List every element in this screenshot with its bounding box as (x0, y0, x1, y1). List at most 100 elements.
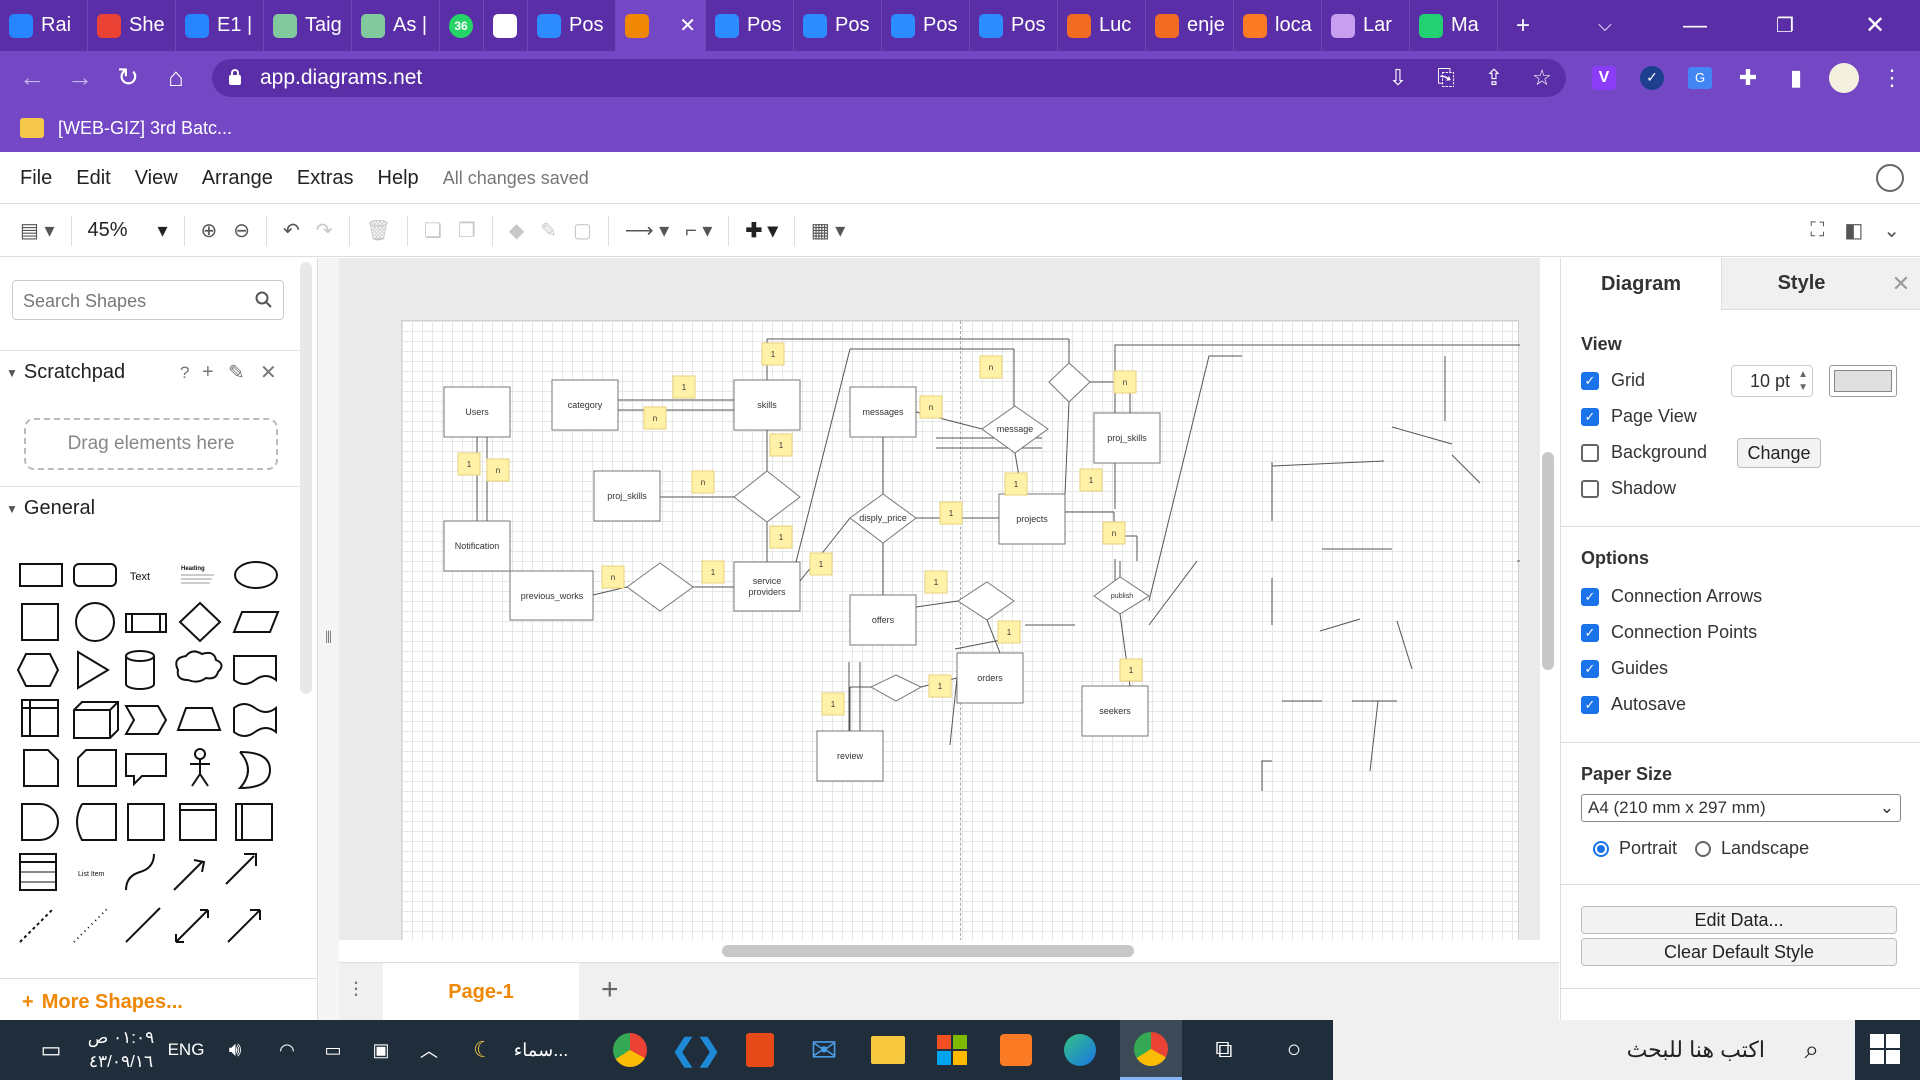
menu-extras[interactable]: Extras (296, 167, 354, 189)
add-page-icon[interactable]: + (601, 973, 619, 1006)
show-hidden-icons[interactable]: ︿ (420, 1041, 438, 1061)
close-tab-icon[interactable]: ✕ (679, 15, 696, 37)
entity-previous-works[interactable] (509, 570, 594, 621)
browser-tab[interactable]: loca (1234, 0, 1322, 51)
reload-icon[interactable]: ↻ (117, 62, 139, 92)
grid-color-swatch[interactable] (1829, 365, 1897, 397)
circle-shape[interactable] (75, 602, 115, 642)
menu-edit[interactable]: Edit (76, 167, 111, 189)
cardinality-note[interactable] (1113, 370, 1137, 394)
cardinality-note[interactable] (928, 674, 952, 698)
process-shape[interactable] (125, 613, 167, 633)
cardinality-note[interactable] (1079, 468, 1103, 492)
install-app-icon[interactable]: ⇩ (1388, 65, 1408, 90)
paper-size-select[interactable]: A4 (210 mm x 297 mm)⌄ (1581, 794, 1901, 822)
entity-category[interactable] (551, 379, 619, 431)
note-shape[interactable] (23, 749, 59, 787)
swimlane-shape[interactable] (179, 803, 217, 841)
fullscreen-icon[interactable]: ⛶ (1810, 219, 1825, 241)
browser-tab[interactable]: Taig (264, 0, 352, 51)
autosave-checkbox[interactable]: ✓Autosave (1581, 694, 1686, 715)
cardinality-note[interactable] (486, 458, 510, 482)
parallelogram-shape[interactable] (232, 611, 280, 633)
cardinality-note[interactable] (809, 552, 833, 576)
language-globe-icon[interactable] (1876, 164, 1904, 192)
arrow-shape[interactable] (225, 853, 257, 885)
cardinality-note[interactable] (821, 692, 845, 716)
cardinality-note[interactable] (1004, 472, 1028, 496)
wifi-icon[interactable]: ◠ (279, 1039, 295, 1060)
cylinder-shape[interactable] (124, 650, 155, 690)
connection-points-checkbox[interactable]: ✓Connection Points (1581, 622, 1757, 643)
cardinality-note[interactable] (457, 452, 481, 476)
browser-tab[interactable]: Pos (706, 0, 794, 51)
url-bar[interactable]: app.diagrams.net ⇩ ⎘ ⇪ ☆ (212, 59, 1566, 97)
more-shapes-button[interactable]: +More Shapes... (0, 978, 318, 1026)
to-front-icon[interactable]: ❏ (423, 220, 442, 242)
bookmark-star-icon[interactable]: ☆ (1532, 65, 1552, 90)
close-panel-icon[interactable]: ✕ (1881, 258, 1920, 310)
trapezoid-shape[interactable] (176, 707, 222, 731)
cortana-icon[interactable]: ○ (1286, 1036, 1302, 1063)
directional-connector-shape[interactable] (227, 909, 261, 943)
browser-tab[interactable]: Pos (882, 0, 970, 51)
or-shape[interactable] (237, 751, 272, 790)
cardinality-note[interactable] (1102, 521, 1126, 545)
entity-projects[interactable] (998, 493, 1066, 545)
browser-tab[interactable] (484, 0, 528, 51)
internal-storage-shape[interactable] (21, 699, 59, 737)
entity-proj-skills-left[interactable] (593, 470, 661, 522)
minimize-icon[interactable]: — (1683, 11, 1707, 39)
entity-notification[interactable] (443, 520, 511, 572)
browser-tab[interactable]: Ma (1410, 0, 1498, 51)
search-icon[interactable] (255, 291, 273, 309)
vscode-icon[interactable]: ❮❯ (670, 1033, 722, 1067)
hexagon-shape[interactable] (16, 653, 60, 687)
check-extension-icon[interactable]: ✓ (1628, 54, 1676, 102)
sidebar-resize-handle[interactable]: ⦀ (318, 258, 339, 1020)
volume-icon[interactable]: 🔊︎ (228, 1038, 242, 1061)
tab-style[interactable]: Style (1721, 258, 1881, 310)
format-panel-icon[interactable]: ◧ (1844, 220, 1864, 242)
diagram-page[interactable]: Users category skills messages proj_skil… (401, 320, 1520, 940)
battery-icon[interactable]: ▭ (324, 1039, 342, 1060)
cloud-shape[interactable] (175, 650, 223, 683)
cardinality-note[interactable] (919, 395, 943, 419)
home-icon[interactable]: ⌂ (168, 62, 184, 92)
step-shape[interactable] (124, 705, 168, 735)
bookmark-item[interactable]: [WEB-GIZ] 3rd Batc... (58, 117, 233, 138)
cardinality-note[interactable] (769, 525, 793, 549)
undo-icon[interactable]: ↶ (283, 220, 300, 242)
tab-search-icon[interactable]: ⌵ (1598, 15, 1612, 35)
relation-previous-works[interactable] (626, 562, 694, 612)
rounded-rectangle-shape[interactable] (73, 563, 117, 587)
taskbar-search-box[interactable]: اكتب هنا للبحث ⌕ (1333, 1020, 1855, 1080)
browser-tab[interactable]: Pos (528, 0, 616, 51)
cardinality-note[interactable] (601, 565, 625, 589)
search-shapes-input[interactable]: Search Shapes (12, 280, 284, 320)
background-checkbox[interactable]: Background (1581, 442, 1707, 463)
entity-proj-skills-right[interactable] (1093, 412, 1161, 464)
ellipse-shape[interactable] (234, 561, 278, 589)
v-extension-icon[interactable]: V (1580, 54, 1628, 102)
cardinality-note[interactable] (761, 342, 785, 366)
card-shape[interactable] (77, 749, 117, 787)
notifications-icon[interactable]: ▭ (40, 1037, 62, 1062)
er-diagram[interactable]: Users category skills messages proj_skil… (402, 321, 1520, 940)
clear-default-style-button[interactable]: Clear Default Style (1581, 938, 1897, 966)
connection-style-icon[interactable]: ⟶ ▾ (624, 220, 670, 242)
collapse-toolbar-icon[interactable]: ⌄ (1883, 220, 1900, 242)
share-icon[interactable]: ⇪ (1484, 65, 1504, 90)
cardinality-note[interactable] (924, 570, 948, 594)
weather-moon-icon[interactable]: ☾ (473, 1037, 493, 1062)
cardinality-note[interactable] (997, 620, 1021, 644)
scratchpad-add-icon[interactable]: + (202, 361, 214, 383)
sidebar-scrollbar[interactable] (300, 262, 312, 694)
scratchpad-help-icon[interactable]: ? (180, 362, 190, 382)
browser-tab[interactable]: E1 | (176, 0, 264, 51)
cardinality-note[interactable] (643, 406, 667, 430)
canvas-vertical-scrollbar[interactable] (1542, 452, 1554, 670)
restore-icon[interactable]: ❐ (1776, 15, 1794, 37)
grid-size-input[interactable]: 10 pt▲▼ (1731, 365, 1813, 397)
browser-tab[interactable]: ✕ (616, 0, 706, 51)
